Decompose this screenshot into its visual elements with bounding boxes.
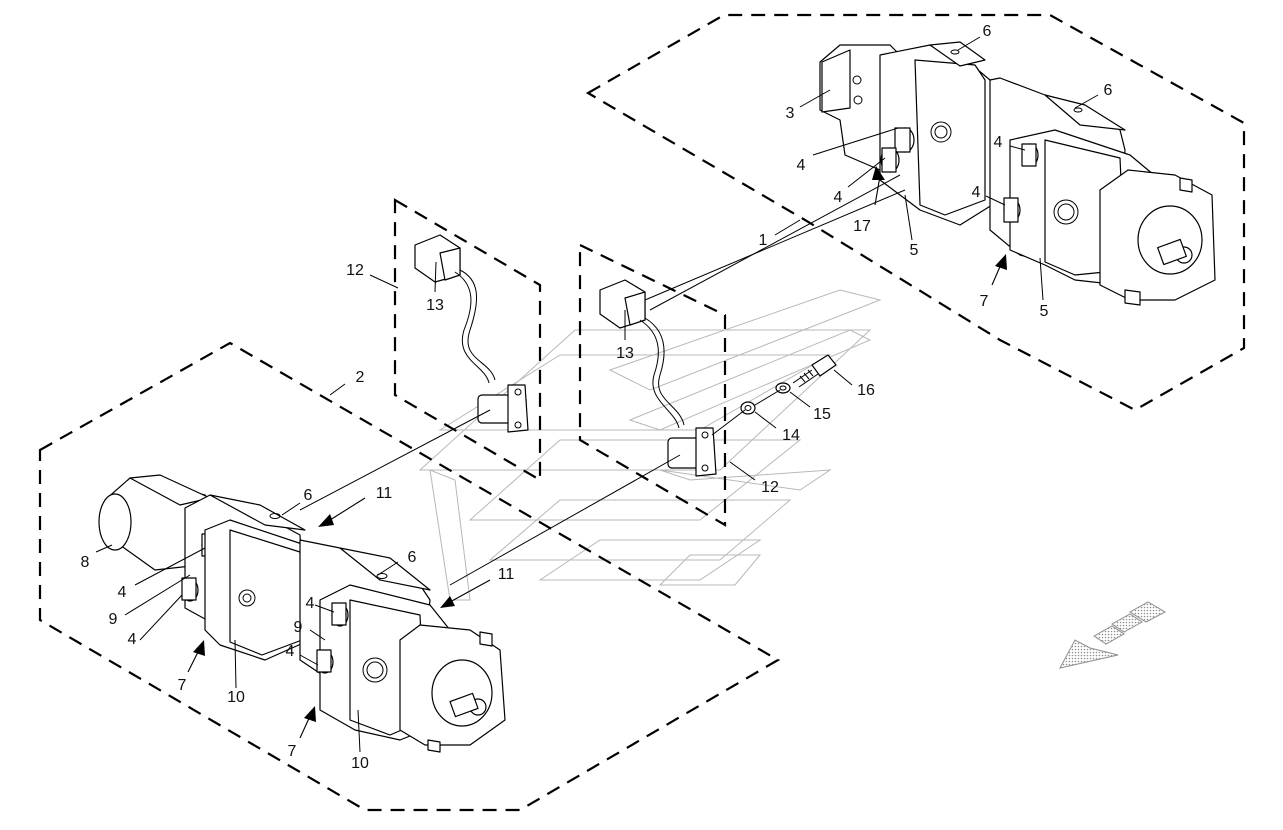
sensor-bracket-left bbox=[393, 198, 542, 482]
assembly-lines bbox=[644, 174, 906, 436]
sensor-left-boundary bbox=[393, 198, 542, 482]
callout-4: 4 bbox=[286, 643, 295, 660]
callout-4: 4 bbox=[797, 157, 806, 174]
lower-assembly-group bbox=[38, 341, 781, 812]
callout-7: 7 bbox=[288, 743, 297, 760]
sensor-right-boundary bbox=[578, 243, 727, 527]
callout-6: 6 bbox=[408, 549, 417, 566]
callout-12: 12 bbox=[346, 262, 364, 279]
callout-13: 13 bbox=[616, 345, 634, 362]
callout-17: 17 bbox=[853, 218, 871, 235]
callout-10: 10 bbox=[351, 755, 369, 772]
callout-5: 5 bbox=[910, 242, 919, 259]
lower-assembly-boundary bbox=[38, 341, 781, 812]
callout-labels: 6 3 6 4 4 4 4 17 5 1 7 5 12 13 13 16 15 … bbox=[81, 23, 1113, 772]
callout-6: 6 bbox=[1104, 82, 1113, 99]
callout-14: 14 bbox=[782, 427, 800, 444]
callout-4: 4 bbox=[128, 631, 137, 648]
upper-assembly-boundary bbox=[585, 13, 1246, 412]
callout-5: 5 bbox=[1040, 303, 1049, 320]
callout-4: 4 bbox=[118, 584, 127, 601]
callout-3: 3 bbox=[786, 105, 795, 122]
callout-2: 2 bbox=[356, 369, 365, 386]
lower-assembly-lines bbox=[299, 409, 681, 586]
callout-4: 4 bbox=[834, 189, 843, 206]
callout-1: 1 bbox=[759, 232, 768, 249]
callout-7: 7 bbox=[980, 293, 989, 310]
logo-watermark bbox=[418, 289, 882, 601]
callout-9: 9 bbox=[109, 611, 118, 628]
callout-12: 12 bbox=[761, 479, 779, 496]
callout-6: 6 bbox=[304, 487, 313, 504]
callout-11: 11 bbox=[498, 566, 515, 583]
callout-9: 9 bbox=[294, 619, 303, 636]
callout-10: 10 bbox=[227, 689, 245, 706]
callout-4: 4 bbox=[994, 134, 1003, 151]
callout-6: 6 bbox=[983, 23, 992, 40]
callout-13: 13 bbox=[426, 297, 444, 314]
callout-7: 7 bbox=[178, 677, 187, 694]
callout-8: 8 bbox=[81, 554, 90, 571]
callout-11: 11 bbox=[376, 485, 393, 502]
sensor-bracket-right bbox=[578, 243, 727, 527]
callout-leaders bbox=[95, 36, 1099, 753]
upper-assembly-group bbox=[585, 13, 1246, 412]
callout-16: 16 bbox=[857, 382, 875, 399]
callout-4: 4 bbox=[972, 184, 981, 201]
callout-4: 4 bbox=[306, 595, 315, 612]
direction-arrow-icon bbox=[1059, 601, 1167, 669]
callout-15: 15 bbox=[813, 406, 831, 423]
indicator-arrows bbox=[187, 166, 1007, 739]
